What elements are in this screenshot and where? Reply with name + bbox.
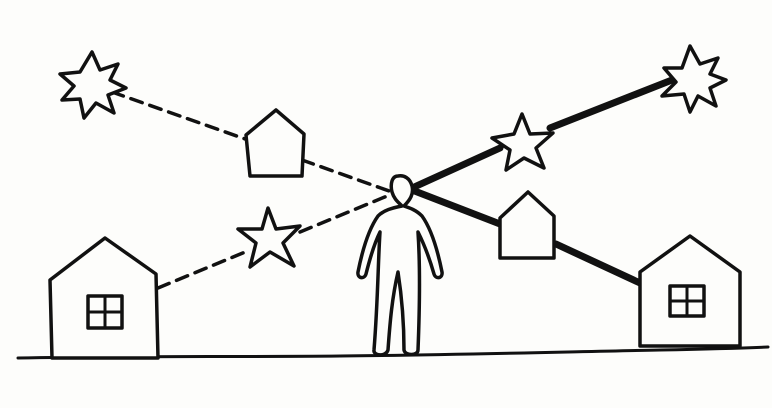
solid-line-person-to-near-star [412, 148, 500, 188]
dashed-line-to-far-house [158, 250, 250, 288]
house-icon [640, 236, 740, 346]
near-star-icon [238, 208, 300, 267]
dashed-line-near-house-to-person [302, 160, 392, 192]
near-house-left [246, 110, 304, 176]
near-house-right [500, 192, 554, 258]
far-house-left [50, 238, 158, 358]
house-icon [500, 192, 554, 258]
dashed-line-to-far-star [112, 92, 248, 140]
house-icon [246, 110, 304, 176]
far-house-right [640, 236, 740, 346]
solid-line-near-house-to-far-house [556, 244, 640, 283]
person-figure [358, 176, 442, 355]
near-star-right-icon [492, 114, 553, 170]
far-star-right-icon [662, 46, 726, 112]
far-star-icon [60, 52, 126, 118]
solid-line-near-star-to-far-star [550, 80, 672, 128]
